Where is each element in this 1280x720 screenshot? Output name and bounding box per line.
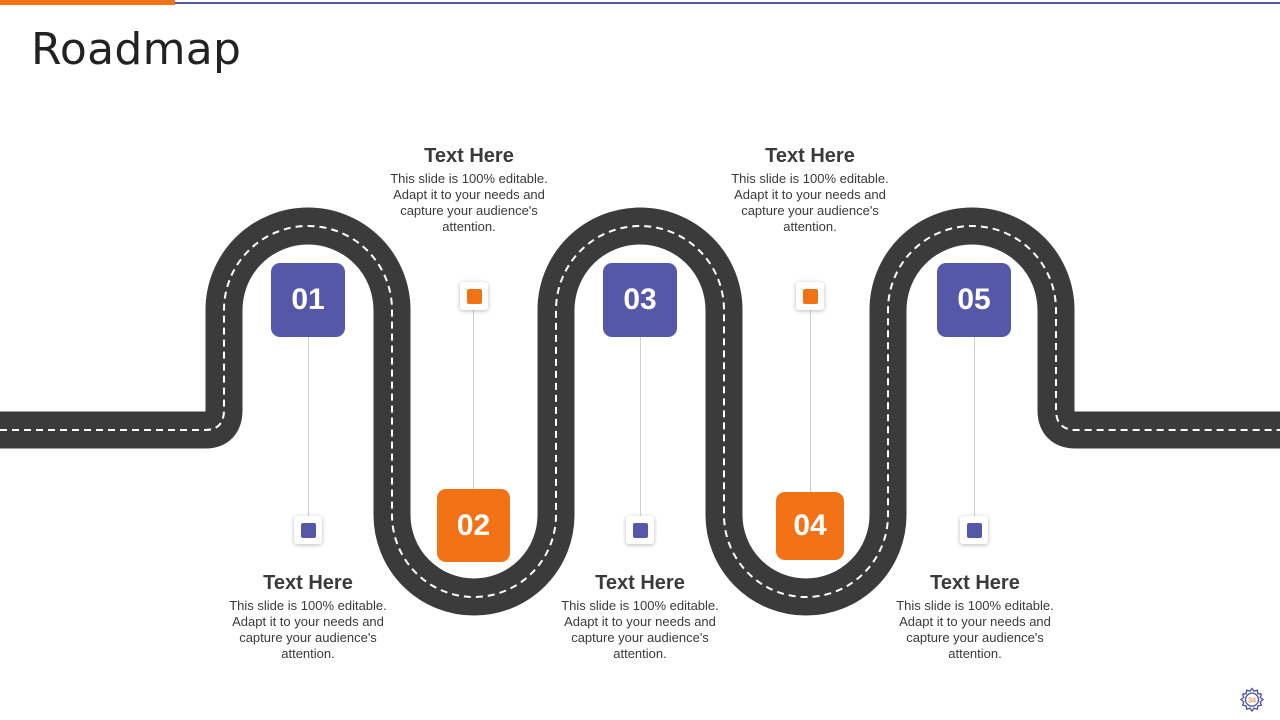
connector-line-05 <box>974 336 975 518</box>
milestone-badge-04: 04 <box>776 492 844 560</box>
page-number: 34 <box>1248 696 1256 705</box>
milestone-description: This slide is 100% editable. Adapt it to… <box>229 598 387 661</box>
milestone-title: Text Here <box>595 572 685 594</box>
milestone-badge-01: 01 <box>271 263 345 337</box>
marker-square-02 <box>460 282 488 310</box>
milestone-description: This slide is 100% editable. Adapt it to… <box>390 171 548 234</box>
milestone-badge-02: 02 <box>437 489 510 562</box>
marker-square-04 <box>796 282 824 310</box>
page-number-gear-icon: 34 <box>1239 687 1265 713</box>
milestone-title: Text Here <box>930 572 1020 594</box>
milestone-text-05: Text Here This slide is 100% editable. A… <box>880 572 1070 662</box>
milestone-description: This slide is 100% editable. Adapt it to… <box>731 171 889 234</box>
milestone-badge-03: 03 <box>603 263 677 337</box>
milestone-text-04: Text Here This slide is 100% editable. A… <box>715 145 905 235</box>
road-lane-marking <box>0 225 1280 598</box>
connector-line-04 <box>810 310 811 492</box>
marker-square-01 <box>294 516 322 544</box>
milestone-title: Text Here <box>424 145 514 167</box>
connector-line-03 <box>640 336 641 518</box>
milestone-description: This slide is 100% editable. Adapt it to… <box>896 598 1054 661</box>
marker-square-05 <box>960 516 988 544</box>
milestone-title: Text Here <box>263 572 353 594</box>
connector-line-01 <box>308 336 309 518</box>
page-title: Roadmap <box>31 24 242 75</box>
header-divider-line <box>175 2 1280 4</box>
milestone-title: Text Here <box>765 145 855 167</box>
milestone-text-01: Text Here This slide is 100% editable. A… <box>213 572 403 662</box>
header-accent-bar <box>0 0 175 5</box>
marker-square-03 <box>626 516 654 544</box>
milestone-badge-05: 05 <box>937 263 1011 337</box>
milestone-text-03: Text Here This slide is 100% editable. A… <box>545 572 735 662</box>
connector-line-02 <box>473 310 474 490</box>
milestone-description: This slide is 100% editable. Adapt it to… <box>561 598 719 661</box>
milestone-text-02: Text Here This slide is 100% editable. A… <box>374 145 564 235</box>
